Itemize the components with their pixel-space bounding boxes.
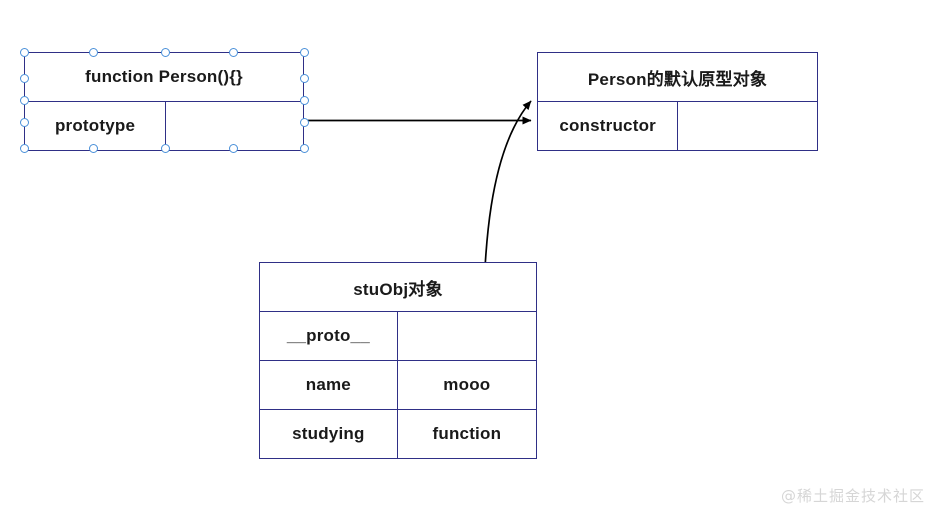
resize-handle-n-3[interactable] bbox=[228, 47, 238, 57]
resize-handle-sw[interactable] bbox=[19, 143, 29, 153]
resize-handle-nw[interactable] bbox=[19, 47, 29, 57]
resize-handle-n-2[interactable] bbox=[160, 47, 170, 57]
prototype-header-cell: Person的默认原型对象 bbox=[537, 52, 818, 102]
table-row: function Person(){} bbox=[24, 52, 304, 102]
stuobj-row-2-value: function bbox=[396, 409, 538, 459]
person-row-0-value bbox=[165, 101, 304, 151]
resize-handle-s-2[interactable] bbox=[160, 143, 170, 153]
prototype-row-0-key: constructor bbox=[536, 101, 679, 151]
table-row: __proto__ bbox=[259, 311, 538, 361]
stuobj-row-1-key: name bbox=[259, 360, 398, 410]
table-row: name mooo bbox=[259, 360, 538, 410]
stuobj-header-cell: stuObj对象 bbox=[259, 262, 537, 312]
stuobj-row-0-value bbox=[396, 311, 538, 361]
table-row: studying function bbox=[259, 409, 538, 459]
resize-handle-w-mid[interactable] bbox=[19, 95, 29, 105]
resize-handle-n-1[interactable] bbox=[88, 47, 98, 57]
resize-handle-e-mid[interactable] bbox=[299, 95, 309, 105]
resize-handle-ne[interactable] bbox=[299, 47, 309, 57]
prototype-row-0-value bbox=[677, 101, 818, 151]
person-header-cell: function Person(){} bbox=[24, 52, 304, 102]
resize-handle-se[interactable] bbox=[299, 143, 309, 153]
table-person-prototype-object[interactable]: Person的默认原型对象 constructor bbox=[536, 52, 818, 151]
table-function-person[interactable]: function Person(){} prototype bbox=[23, 52, 304, 151]
table-stuobj[interactable]: stuObj对象 __proto__ name mooo studying fu… bbox=[259, 262, 538, 459]
table-row: constructor bbox=[536, 101, 818, 151]
table-row: Person的默认原型对象 bbox=[537, 52, 818, 102]
table-row: stuObj对象 bbox=[259, 262, 537, 312]
resize-handle-w-2[interactable] bbox=[19, 117, 29, 127]
person-row-0-key: prototype bbox=[23, 101, 167, 151]
resize-handle-e-1[interactable] bbox=[299, 73, 309, 83]
resize-handle-s-3[interactable] bbox=[228, 143, 238, 153]
stuobj-row-2-key: studying bbox=[259, 409, 398, 459]
watermark: @稀土掘金技术社区 bbox=[780, 487, 925, 505]
resize-handle-w-1[interactable] bbox=[19, 73, 29, 83]
resize-handle-s-1[interactable] bbox=[88, 143, 98, 153]
table-row: prototype bbox=[23, 101, 304, 151]
stuobj-row-0-key: __proto__ bbox=[259, 311, 398, 361]
stuobj-row-1-value: mooo bbox=[396, 360, 538, 410]
resize-handle-e-2[interactable] bbox=[299, 117, 309, 127]
